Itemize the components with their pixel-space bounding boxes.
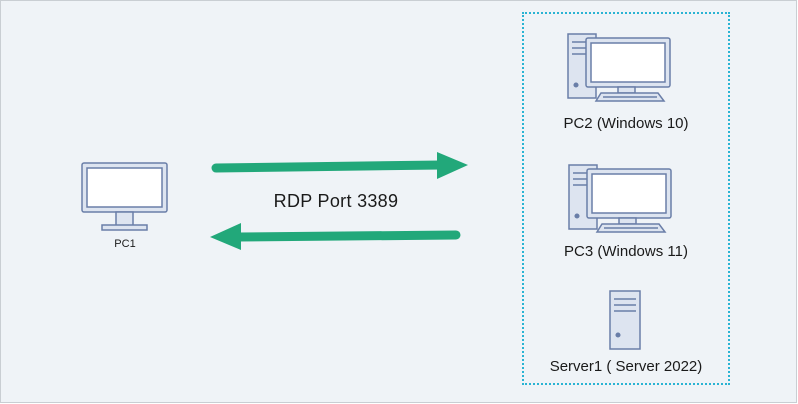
pc2-label: PC2 (Windows 10) xyxy=(563,115,689,132)
arrow-to-targets xyxy=(211,152,468,179)
arrow-to-source xyxy=(210,223,461,250)
pc3-label: PC3 (Windows 11) xyxy=(564,243,688,260)
pc2-computer-icon xyxy=(567,33,671,102)
pc1-monitor-icon xyxy=(81,162,168,231)
server1-label: Server1 ( Server 2022) xyxy=(549,358,703,375)
rdp-port-label: RDP Port 3389 xyxy=(273,191,399,211)
pc1-label: PC1 xyxy=(114,238,136,250)
pc3-computer-icon xyxy=(568,164,672,233)
target-group-box xyxy=(522,12,730,385)
server1-tower-icon xyxy=(609,290,641,350)
